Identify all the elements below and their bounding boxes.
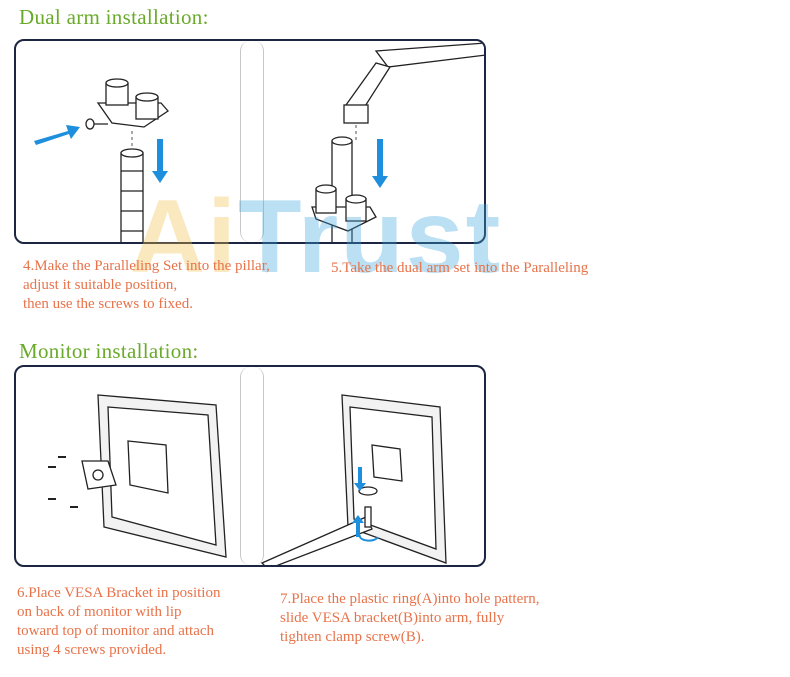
monitor-illustration-panel [14,365,486,567]
monitor-section-title: Monitor installation: [19,339,199,363]
step-6-illustration [48,394,227,558]
rotate-arrow-icon [358,534,379,542]
up-arrow-icon [352,515,364,537]
step-4-illustration [34,78,169,242]
step-7-illustration [260,394,447,565]
panel-divider [240,41,264,242]
panel-divider [240,367,264,565]
down-arrow-icon [354,467,366,491]
step-4-caption: 4.Make the Paralleling Set into the pill… [23,258,270,312]
step-6-caption: 6.Place VESA Bracket in position on back… [17,585,221,658]
step-5-caption: 5.Take the dual arm set into the Paralle… [331,260,589,276]
dual-arm-illustration-panel [14,39,486,244]
step-5-illustration [311,42,484,242]
step-7-caption: 7.Place the plastic ring(A)into hole pat… [280,591,540,645]
dual-arm-section-title: Dual arm installation: [19,5,209,29]
insert-arrow-icon [34,125,80,145]
down-arrow-icon [372,139,388,188]
down-arrow-icon [152,139,168,183]
